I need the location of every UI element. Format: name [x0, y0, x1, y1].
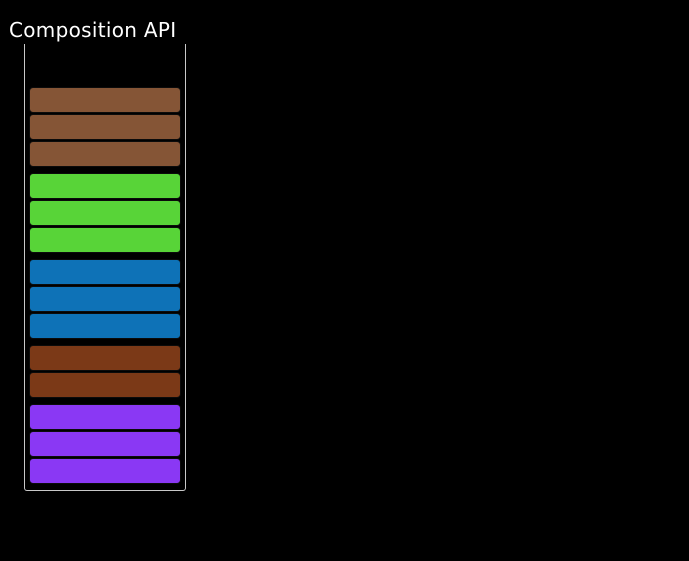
page-title: Composition API: [9, 18, 177, 42]
bar-group-blue: [29, 259, 181, 339]
bar-brown-2: [29, 114, 181, 140]
bar-purple-2: [29, 431, 181, 457]
bar-dark-red-2: [29, 372, 181, 398]
stack-container: [24, 44, 186, 491]
bar-green-1: [29, 173, 181, 199]
bar-brown-3: [29, 141, 181, 167]
bar-blue-2: [29, 286, 181, 312]
bar-green-2: [29, 200, 181, 226]
bar-group-purple: [29, 404, 181, 484]
bar-group-brown: [29, 87, 181, 167]
bar-group-dark-red: [29, 345, 181, 398]
bar-purple-1: [29, 404, 181, 430]
bar-blue-3: [29, 313, 181, 339]
bar-purple-3: [29, 458, 181, 484]
bar-green-3: [29, 227, 181, 253]
bar-brown-1: [29, 87, 181, 113]
bar-dark-red-1: [29, 345, 181, 371]
bar-blue-1: [29, 259, 181, 285]
bar-group-green: [29, 173, 181, 253]
